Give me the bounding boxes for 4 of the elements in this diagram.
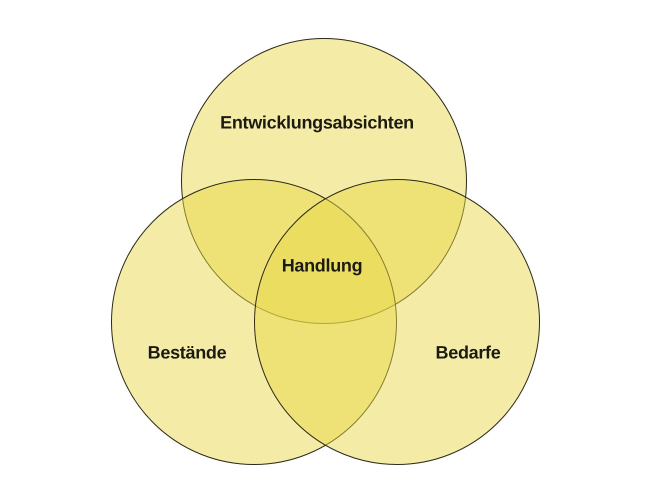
intersection-label: Handlung <box>282 256 362 276</box>
circle-label: Bestände <box>148 342 226 364</box>
circle-label: Bedarfe <box>436 342 500 364</box>
circle-label: Entwicklungsabsichten <box>220 112 414 134</box>
